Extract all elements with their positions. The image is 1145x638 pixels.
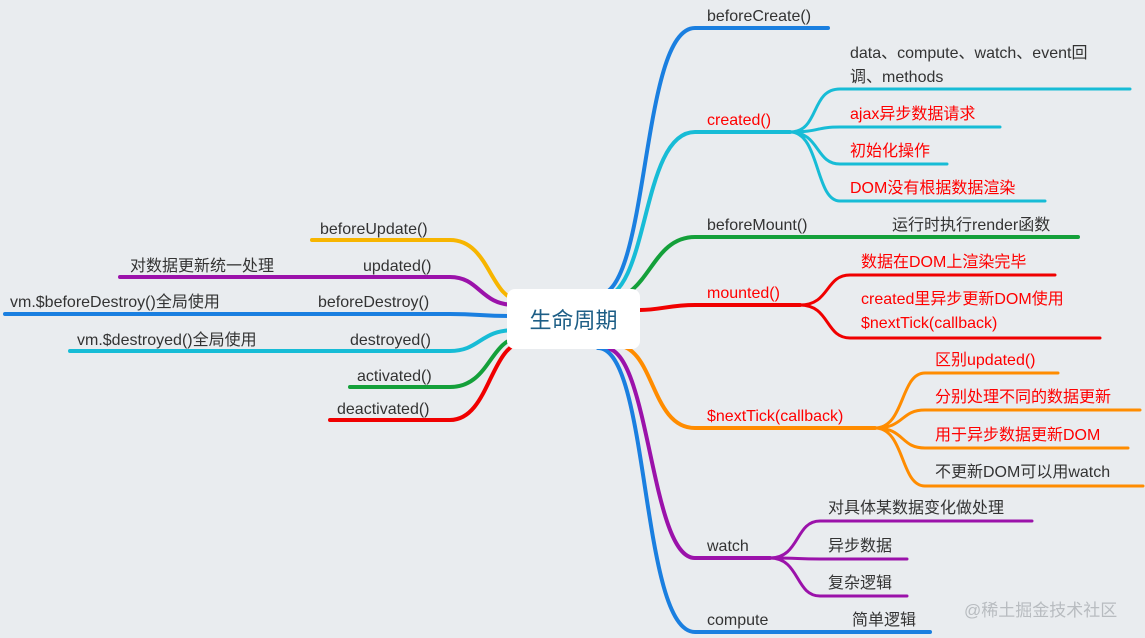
node-beforedestroy[interactable]: beforeDestroy() bbox=[318, 294, 430, 311]
central-node[interactable]: 生命周期 bbox=[507, 289, 640, 349]
note-beforedestroy[interactable]: vm.$beforeDestroy()全局使用 bbox=[10, 294, 220, 311]
created-child[interactable]: ajax异步数据请求 bbox=[850, 106, 976, 123]
nexttick-child[interactable]: 分别处理不同的数据更新 bbox=[935, 389, 1112, 406]
created-child[interactable]: data、compute、watch、event回 bbox=[850, 45, 1088, 62]
mounted-child[interactable]: $nextTick(callback) bbox=[861, 315, 998, 332]
node-compute[interactable]: compute bbox=[707, 612, 769, 629]
branch-updated bbox=[118, 275, 517, 307]
node-beforeupdate[interactable]: beforeUpdate() bbox=[320, 221, 428, 238]
note-beforemount[interactable]: 运行时执行render函数 bbox=[892, 217, 1051, 234]
branch-beforedestroy bbox=[3, 312, 514, 318]
node-mounted[interactable]: mounted() bbox=[707, 285, 780, 302]
node-activated[interactable]: activated() bbox=[357, 368, 432, 385]
created-child[interactable]: 初始化操作 bbox=[850, 143, 931, 160]
node-updated[interactable]: updated() bbox=[363, 258, 432, 275]
branch-compute bbox=[596, 346, 932, 634]
node-nexttick[interactable]: $nextTick(callback) bbox=[707, 408, 844, 425]
branch-mounted bbox=[638, 303, 802, 312]
nexttick-child[interactable]: 区别updated() bbox=[935, 352, 1036, 369]
watch-child[interactable]: 对具体某数据变化做处理 bbox=[828, 500, 1005, 517]
note-compute[interactable]: 简单逻辑 bbox=[852, 612, 917, 629]
node-deactivated[interactable]: deactivated() bbox=[337, 401, 430, 418]
watch-child[interactable]: 异步数据 bbox=[828, 538, 893, 555]
nexttick-child[interactable]: 不更新DOM可以用watch bbox=[935, 464, 1111, 481]
branch-beforecreate bbox=[596, 26, 830, 297]
branch-created bbox=[598, 130, 792, 300]
note-destroyed[interactable]: vm.$destroyed()全局使用 bbox=[77, 332, 257, 349]
node-beforemount[interactable]: beforeMount() bbox=[707, 217, 808, 234]
created-child[interactable]: DOM没有根据数据渲染 bbox=[850, 180, 1016, 197]
watch-child[interactable]: 复杂逻辑 bbox=[828, 575, 893, 592]
note-updated[interactable]: 对数据更新统一处理 bbox=[130, 258, 275, 275]
mounted-child[interactable]: 数据在DOM上渲染完毕 bbox=[861, 254, 1027, 271]
mounted-child[interactable]: created里异步更新DOM使用 bbox=[861, 291, 1064, 308]
node-destroyed[interactable]: destroyed() bbox=[350, 332, 431, 349]
branch-watch bbox=[603, 346, 772, 560]
created-child[interactable]: 调、methods bbox=[850, 69, 944, 86]
branch-destroyed bbox=[68, 328, 517, 353]
nexttick-child[interactable]: 用于异步数据更新DOM bbox=[935, 427, 1101, 444]
node-created[interactable]: created() bbox=[707, 112, 772, 129]
watermark: @稀土掘金技术社区 bbox=[964, 601, 1118, 620]
node-beforecreate[interactable]: beforeCreate() bbox=[707, 8, 812, 25]
node-watch[interactable]: watch bbox=[707, 538, 749, 555]
